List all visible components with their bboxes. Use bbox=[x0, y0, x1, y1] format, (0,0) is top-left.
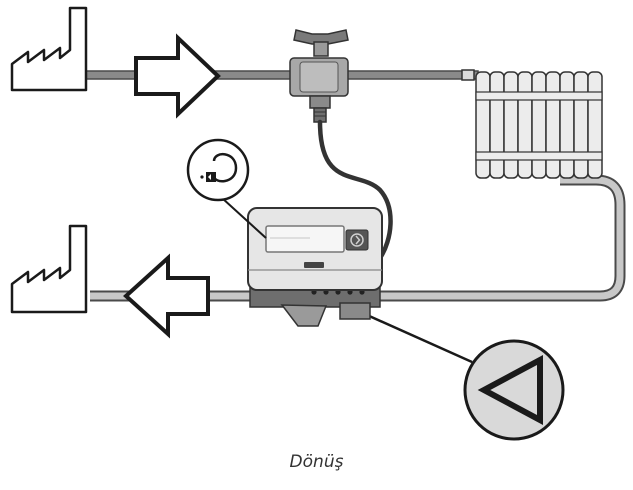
diagram-caption: Dönüş bbox=[289, 452, 344, 472]
return-triangle-icon bbox=[477, 354, 543, 426]
flow-sensor-body bbox=[249, 284, 381, 327]
meter-button[interactable] bbox=[345, 229, 369, 251]
return-factory-icon bbox=[10, 224, 88, 314]
installation-symbol-callout bbox=[186, 138, 267, 239]
temperature-sensor-cable bbox=[317, 119, 393, 261]
flow-arrow-right-icon bbox=[134, 33, 221, 119]
flow-arrow-left-icon bbox=[123, 253, 210, 339]
return-pipe bbox=[90, 174, 626, 302]
heat-meter-device bbox=[247, 207, 383, 291]
ball-valve-icon bbox=[289, 29, 349, 123]
radiator-icon bbox=[461, 69, 603, 179]
supply-factory-icon bbox=[10, 6, 88, 92]
return-triangle-callout bbox=[463, 339, 565, 441]
meter-display bbox=[265, 225, 345, 253]
